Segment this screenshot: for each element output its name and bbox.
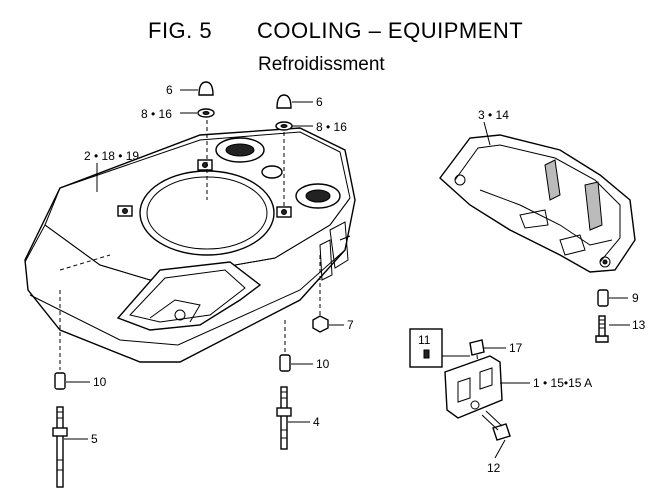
callout-12: 12 <box>487 461 501 475</box>
callout-9: 9 <box>632 291 639 305</box>
callout-11: 11 <box>418 333 431 347</box>
callout-10b: 10 <box>316 357 330 371</box>
callout-17: 17 <box>509 341 523 355</box>
stud-4 <box>276 386 292 450</box>
air-guide <box>439 134 636 273</box>
callout-6b: 6 <box>316 95 323 109</box>
cap-nut-b <box>276 94 292 109</box>
callout-3-14: 3 • 14 <box>478 108 509 122</box>
nut <box>312 315 329 333</box>
callout-13: 13 <box>632 318 646 332</box>
spacer-a <box>54 372 66 390</box>
callout-8-16a: 8 • 16 <box>141 107 172 121</box>
washer-b <box>275 121 293 131</box>
clip-detail-box <box>409 328 443 368</box>
callout-5: 5 <box>91 432 98 446</box>
callout-6a: 6 <box>166 83 173 97</box>
cooling-shroud <box>24 127 356 363</box>
washer-a <box>197 108 215 118</box>
cap-nut-a <box>198 81 214 96</box>
figure-subtitle: Refroidissment <box>258 54 385 75</box>
callout-8-16b: 8 • 16 <box>316 120 347 134</box>
bolt-12 <box>481 410 511 441</box>
spacer-b <box>279 354 291 372</box>
stud-5 <box>52 406 68 488</box>
bracket-plate <box>444 355 503 419</box>
callout-10a: 10 <box>93 375 107 389</box>
callout-2-18-19: 2 • 18 • 19 <box>84 149 139 163</box>
figure-name: COOLING – EQUIPMENT <box>257 18 524 43</box>
figure-number: FIG. 5 <box>148 18 213 43</box>
bolt-13 <box>595 315 609 343</box>
spacer-c <box>597 289 609 307</box>
callout-4: 4 <box>313 415 320 429</box>
callout-7: 7 <box>347 318 354 332</box>
callout-1-15-15a: 1 • 15•15 A <box>533 376 592 390</box>
